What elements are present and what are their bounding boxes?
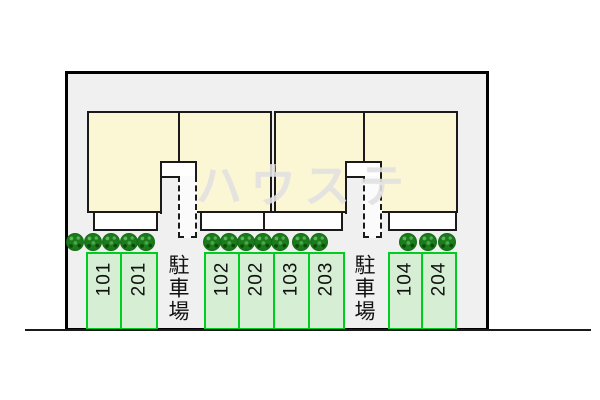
bush-icon [310, 233, 328, 251]
bush-icon [120, 233, 138, 251]
ground-line [25, 329, 591, 331]
bush-icon [66, 233, 84, 251]
entrance-porch-3 [263, 211, 343, 231]
parking-space-204: 204 [421, 252, 457, 330]
parking-space-103: 103 [273, 252, 310, 330]
entrance-porch-2 [200, 211, 265, 231]
bush-icon [203, 233, 221, 251]
bush-icon [419, 233, 437, 251]
parking-space-label: 201 [128, 261, 150, 297]
bush-icon [84, 233, 102, 251]
parking-space-label: 204 [428, 261, 450, 297]
driveway-label-right: 駐車場 [352, 254, 375, 323]
parking-space-201: 201 [120, 252, 158, 330]
parking-space-label: 102 [211, 261, 233, 297]
parking-space-104: 104 [388, 252, 423, 330]
bush-icon [102, 233, 120, 251]
entrance-porch-4 [388, 211, 457, 231]
bush-icon [399, 233, 417, 251]
parking-space-label: 202 [245, 261, 267, 297]
entrance-porch-1 [93, 211, 158, 231]
parking-space-label: 103 [280, 261, 302, 297]
bush-icon [220, 233, 238, 251]
bush-icon [438, 233, 456, 251]
bush-icon [137, 233, 155, 251]
parking-space-202: 202 [238, 252, 275, 330]
parking-space-label: 101 [93, 261, 115, 297]
parking-space-203: 203 [308, 252, 345, 330]
building-right-approach-dashed [363, 176, 382, 238]
bush-icon [292, 233, 310, 251]
parking-space-101: 101 [86, 252, 122, 330]
building-right-unit-divider [363, 111, 365, 163]
parking-space-label: 104 [394, 261, 416, 297]
parking-space-label: 203 [315, 261, 337, 297]
bush-icon [254, 233, 272, 251]
bush-icon [271, 233, 289, 251]
bush-icon [237, 233, 255, 251]
parking-space-102: 102 [204, 252, 240, 330]
driveway-label-left: 駐車場 [166, 254, 189, 323]
building-left-approach-dashed [178, 176, 197, 238]
building-left-unit-divider [178, 111, 180, 163]
